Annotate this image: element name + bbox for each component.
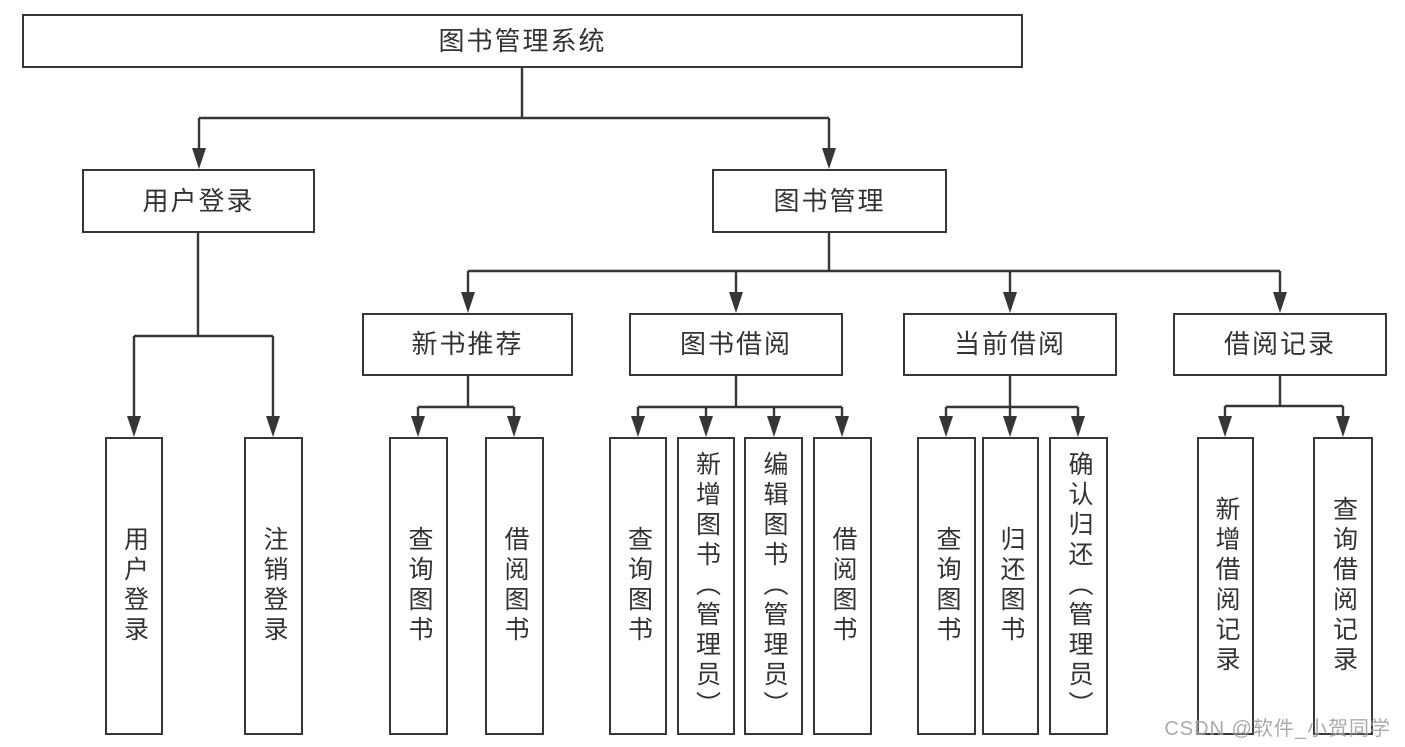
leaf-query-books-2-label: 查询图书 <box>624 526 653 646</box>
leaf-borrow-books-2-label: 借阅图书 <box>829 526 857 646</box>
leaf-logout-label: 注销登录 <box>260 526 288 646</box>
leaf-borrow-books-1: 借阅图书 <box>485 437 544 735</box>
leaf-add-borrow-record-label: 新增借阅记录 <box>1212 496 1240 676</box>
leaf-add-books-admin: 新增图书（管理员） <box>677 437 735 735</box>
node-new-book-recommend: 新书推荐 <box>362 313 573 376</box>
leaf-add-books-admin-label: 新增图书（管理员） <box>692 451 721 721</box>
arrowheads <box>127 148 1350 437</box>
leaf-borrow-books-1-label: 借阅图书 <box>501 526 529 646</box>
leaf-query-books-3-label: 查询图书 <box>933 526 961 646</box>
leaf-add-borrow-record: 新增借阅记录 <box>1197 437 1254 735</box>
leaf-query-books-3: 查询图书 <box>917 437 976 735</box>
leaf-query-books-1-label: 查询图书 <box>405 526 433 646</box>
leaf-edit-books-admin: 编辑图书（管理员） <box>744 437 803 735</box>
leaf-query-borrow-record: 查询借阅记录 <box>1313 437 1373 735</box>
leaf-return-books-label: 归还图书 <box>997 526 1025 646</box>
leaf-confirm-return-admin-label: 确认归还（管理员） <box>1065 451 1093 721</box>
watermark: CSDN @软件_小贺同学 <box>1164 718 1391 740</box>
leaf-borrow-books-2: 借阅图书 <box>813 437 872 735</box>
leaf-user-login-label: 用户登录 <box>120 526 149 646</box>
leaf-logout: 注销登录 <box>244 437 303 735</box>
leaf-query-books-2: 查询图书 <box>609 437 667 735</box>
leaf-return-books: 归还图书 <box>982 437 1039 735</box>
node-book-management-system: 图书管理系统 <box>22 14 1023 68</box>
leaf-edit-books-admin-label: 编辑图书（管理员） <box>760 451 788 721</box>
leaf-confirm-return-admin: 确认归还（管理员） <box>1049 437 1108 735</box>
node-borrow-records: 借阅记录 <box>1173 313 1387 376</box>
leaf-query-borrow-record-label: 查询借阅记录 <box>1329 496 1358 676</box>
node-current-borrowing: 当前借阅 <box>903 313 1117 376</box>
node-book-management: 图书管理 <box>712 169 947 233</box>
node-book-borrowing: 图书借阅 <box>629 313 843 376</box>
leaf-user-login: 用户登录 <box>105 437 163 735</box>
leaf-query-books-1: 查询图书 <box>389 437 448 735</box>
node-user-login: 用户登录 <box>82 169 315 233</box>
